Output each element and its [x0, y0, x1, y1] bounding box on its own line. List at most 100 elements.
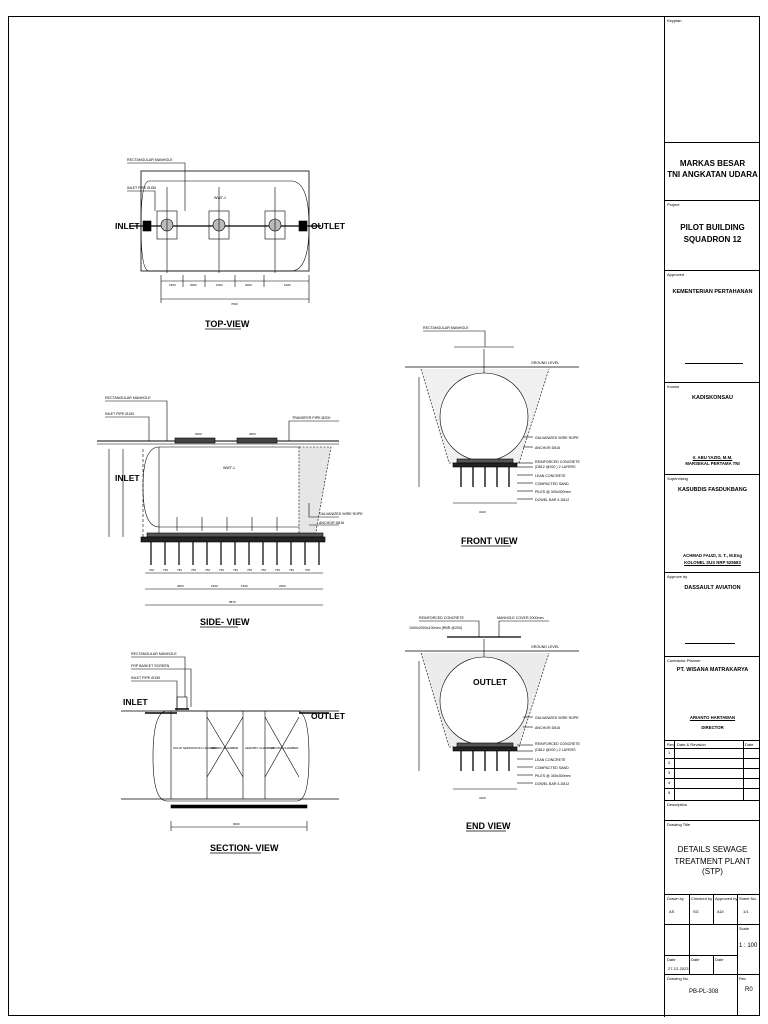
side-dim: 750 — [191, 568, 196, 572]
end-note: COMPACTED SAND — [535, 766, 569, 770]
tb-drawing-no-label: Drawing No. — [667, 976, 690, 981]
top-note-inlet: INLET PIPE Ø150 — [127, 186, 156, 190]
tb-supervising-label: Supervising — [667, 476, 688, 481]
tb-approved-value: KEMENTERIAN PERTAHANAN — [672, 289, 753, 295]
tb-approved-signline — [685, 363, 743, 364]
tb-approved: Approved KEMENTERIAN PERTAHANAN — [665, 271, 760, 383]
tb-known: Known KADISKONSAU Ir. ABU YAZID, M.M. MA… — [665, 383, 760, 475]
side-note-manhole: RECTANGULAR MANHOLE — [105, 396, 151, 400]
side-dim: 750 — [275, 568, 280, 572]
tb-rev: R0 — [745, 987, 753, 993]
side-dim: 750 — [289, 568, 294, 572]
side-dim: 750 — [163, 568, 168, 572]
tb-sup-rank: KOLONEL SUS NRP 525583 — [684, 560, 741, 565]
end-note-concrete-size: 1000x2000x100mm (RBR @200) — [409, 626, 462, 630]
front-note: GALVANIZED WIRE ROPE — [535, 436, 579, 440]
section-view-title: SECTION- VIEW — [210, 843, 279, 853]
section-view: RECTANGULAR MANHOLE FRP BASKET SCREEN IN… — [121, 652, 346, 854]
end-view: REINFORCED CONCRETE 1000x2000x100mm (RBR… — [405, 616, 581, 832]
tb-drawn-by-label: Drawn by — [667, 896, 684, 901]
side-dim: 700 — [149, 568, 154, 572]
front-note: ANCHOR D816 — [535, 446, 560, 450]
front-note: PILES @ 300x300mm — [535, 490, 571, 494]
side-seg: 2600 — [177, 584, 184, 588]
top-dim-2: 2000 — [190, 283, 197, 287]
end-note: DOWEL BAR 4-D812 — [535, 782, 569, 786]
tb-rev-row: 2 — [668, 760, 671, 765]
sec-note-inlet: INLET PIPE Ø150 — [131, 676, 160, 680]
tb-supervising-value: KASUBDIS FASDUKBANG — [677, 487, 748, 493]
top-tank-label: WWT-1 — [214, 196, 226, 200]
end-note-concrete: REINFORCED CONCRETE — [419, 616, 465, 620]
side-dim: 750 — [219, 568, 224, 572]
tb-drawn-by: AS — [669, 909, 675, 914]
sec-chamber: SOLID SEPARATION CHAMBER — [173, 746, 218, 750]
side-piles — [150, 542, 320, 565]
top-dim-1: 1600 — [169, 283, 176, 287]
end-leaders — [517, 716, 533, 784]
tb-approved-by: ADI — [717, 909, 724, 914]
top-note-manhole: RECTANGULAR MANHOLE — [127, 158, 173, 162]
top-dim-4: 2000 — [245, 283, 252, 287]
tb-drawing-title: Drawing Title DETAILS SEWAGE TREATMENT P… — [665, 821, 760, 895]
top-outlet-label: OUTLET — [311, 221, 346, 231]
tb-contractor: Contractor Planner PT. WISANA MATRAKARYA… — [665, 657, 760, 741]
tb-approve-by-signline — [685, 643, 735, 644]
front-ground-label: GROUND LEVEL — [531, 361, 559, 365]
side-seg: 2600 — [279, 584, 286, 588]
tb-scale-label: Scale — [739, 926, 750, 931]
side-view-title: SIDE- VIEW — [200, 617, 250, 627]
tb-approve-by-label: Approve by — [667, 574, 688, 579]
side-dim: 750 — [177, 568, 182, 572]
side-dim: 750 — [233, 568, 238, 572]
tb-owner: MARKAS BESAR TNI ANGKATAN UDARA — [665, 143, 760, 201]
front-note-manhole: RECTANGULAR MANHOLE — [423, 326, 469, 330]
tb-known-name: Ir. ABU YAZID, M.M. — [692, 455, 733, 460]
front-leaders — [517, 436, 533, 500]
tb-project-line1: PILOT BUILDING — [680, 223, 745, 232]
tb-project-line2: SQUADRON 12 — [683, 235, 742, 244]
tb-drawing-no: PB-PL-308 — [689, 989, 719, 995]
side-dim: 750 — [205, 568, 210, 572]
tb-rev-h-date: Date — [745, 742, 754, 747]
tb-approved-label: Approved — [667, 272, 685, 277]
side-note-rope: GALVANIZED WIRE ROPE — [319, 512, 363, 516]
top-dim-total: 7000 — [231, 302, 238, 306]
end-note: REINFORCED CONCRETE — [535, 742, 581, 746]
side-top-dim-2: 2600 — [249, 432, 256, 436]
tb-checked-by-label: Checked by — [691, 896, 713, 901]
tb-scale: 1 : 100 — [739, 943, 758, 949]
tb-contractor-value: PT. WISANA MATRAKARYA — [676, 667, 749, 673]
top-inlet-label: INLET — [115, 221, 140, 231]
tb-rev-row: 5 — [668, 790, 671, 795]
drawing-area: RECTANGULAR MANHOLE INLET PIPE Ø150 WWT-… — [9, 17, 664, 1017]
tb-project-label: Project — [667, 202, 680, 207]
tb-date: 27-12-2023 — [668, 966, 689, 971]
tb-drawing-title-line2: TREATMENT PLANT (STP) — [674, 857, 751, 876]
tb-date-scale: Scale 1 : 100 Date 27-12-2023 Date Date — [665, 925, 760, 975]
tb-known-label: Known — [667, 384, 680, 389]
side-inlet-label: INLET — [115, 473, 140, 483]
sec-inlet-label: INLET — [123, 697, 148, 707]
end-ground-label: GROUND LEVEL — [531, 645, 559, 649]
top-view-title: TOP-VIEW — [205, 319, 250, 329]
drawing-sheet: RECTANGULAR MANHOLE INLET PIPE Ø150 WWT-… — [8, 16, 761, 1017]
title-block: Keyplan MARKAS BESAR TNI ANGKATAN UDARA … — [664, 17, 761, 1017]
top-view: RECTANGULAR MANHOLE INLET PIPE Ø150 WWT-… — [115, 158, 346, 330]
top-dim-5: 1000 — [284, 283, 291, 287]
side-dim: 700 — [305, 568, 310, 572]
side-note-transfer: TRANSFER PIPE Ø200 — [292, 416, 330, 420]
front-note: COMPACTED SAND — [535, 482, 569, 486]
tb-approve-by: Approve by DASSAULT AVIATION — [665, 573, 760, 657]
tb-date-label: Date — [667, 957, 676, 962]
tb-rev-row: 4 — [668, 780, 671, 785]
side-note-anchor: ANCHOR D816 — [319, 521, 344, 525]
end-total: 3100 — [479, 796, 486, 800]
sec-note-manhole: RECTANGULAR MANHOLE — [131, 652, 177, 656]
tb-drawing-no: Drawing No. Rev PB-PL-308 R0 — [665, 975, 760, 1015]
front-note: DOWEL BAR 4-D812 — [535, 498, 569, 502]
front-note: REINFORCED CONCRETE — [535, 460, 581, 464]
side-dim: 750 — [247, 568, 252, 572]
side-note-inlet: INLET PIPE Ø150 — [105, 412, 134, 416]
end-note: (D812 @200 ) 2 LAYERS — [535, 748, 576, 752]
